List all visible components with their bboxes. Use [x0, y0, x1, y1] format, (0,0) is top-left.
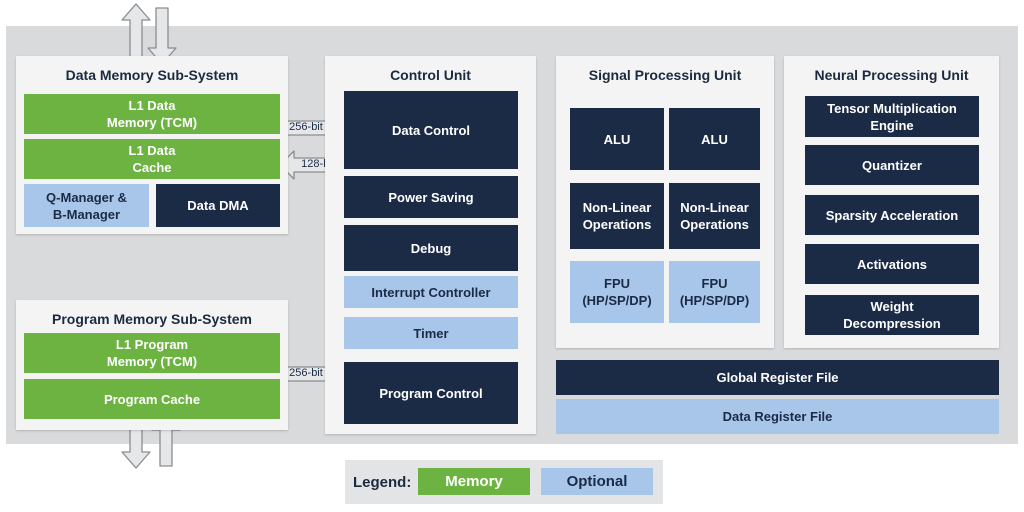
control-unit-title: Control Unit — [390, 67, 471, 83]
legend-label: Legend: — [353, 473, 412, 491]
tensor-multiplication-engine-block: Tensor Multiplication Engine — [805, 96, 979, 137]
data-control-block: Data Control — [344, 91, 518, 169]
interrupt-controller-block: Interrupt Controller — [344, 276, 518, 308]
timer-block: Timer — [344, 317, 518, 349]
activations-block: Activations — [805, 244, 979, 284]
legend-memory-chip: Memory — [418, 468, 530, 495]
program-cache-block: Program Cache — [24, 379, 280, 419]
l1-data-cache-block: L1 Data Cache — [24, 139, 280, 179]
signal-processing-title: Signal Processing Unit — [588, 67, 742, 83]
data-dma-block: Data DMA — [156, 184, 280, 227]
program-control-block: Program Control — [344, 362, 518, 424]
non-linear-operations-block-2: Non-Linear Operations — [669, 183, 760, 249]
power-saving-block: Power Saving — [344, 176, 518, 218]
quantizer-block: Quantizer — [805, 145, 979, 185]
fpu-block-2: FPU (HP/SP/DP) — [669, 261, 760, 323]
fpu-block-1: FPU (HP/SP/DP) — [570, 261, 664, 323]
data-register-file-block: Data Register File — [556, 399, 999, 434]
l1-data-memory-block: L1 Data Memory (TCM) — [24, 94, 280, 134]
global-register-file-block: Global Register File — [556, 360, 999, 395]
alu-block-1: ALU — [570, 108, 664, 170]
program-memory-title: Program Memory Sub-System — [52, 311, 252, 327]
q-manager-block: Q-Manager & B-Manager — [24, 184, 149, 227]
debug-block: Debug — [344, 225, 518, 271]
non-linear-operations-block-1: Non-Linear Operations — [570, 183, 664, 249]
neural-processing-title: Neural Processing Unit — [814, 67, 969, 83]
legend-optional-chip: Optional — [541, 468, 653, 495]
weight-decompression-block: Weight Decompression — [805, 295, 979, 335]
l1-program-memory-block: L1 Program Memory (TCM) — [24, 333, 280, 373]
legend: Legend: Memory Optional — [345, 460, 663, 504]
program-bus-label: 256-bit — [289, 367, 323, 379]
data-write-bus-label: 256-bit — [289, 121, 323, 133]
alu-block-2: ALU — [669, 108, 760, 170]
sparsity-acceleration-block: Sparsity Acceleration — [805, 195, 979, 235]
data-memory-title: Data Memory Sub-System — [65, 67, 239, 83]
